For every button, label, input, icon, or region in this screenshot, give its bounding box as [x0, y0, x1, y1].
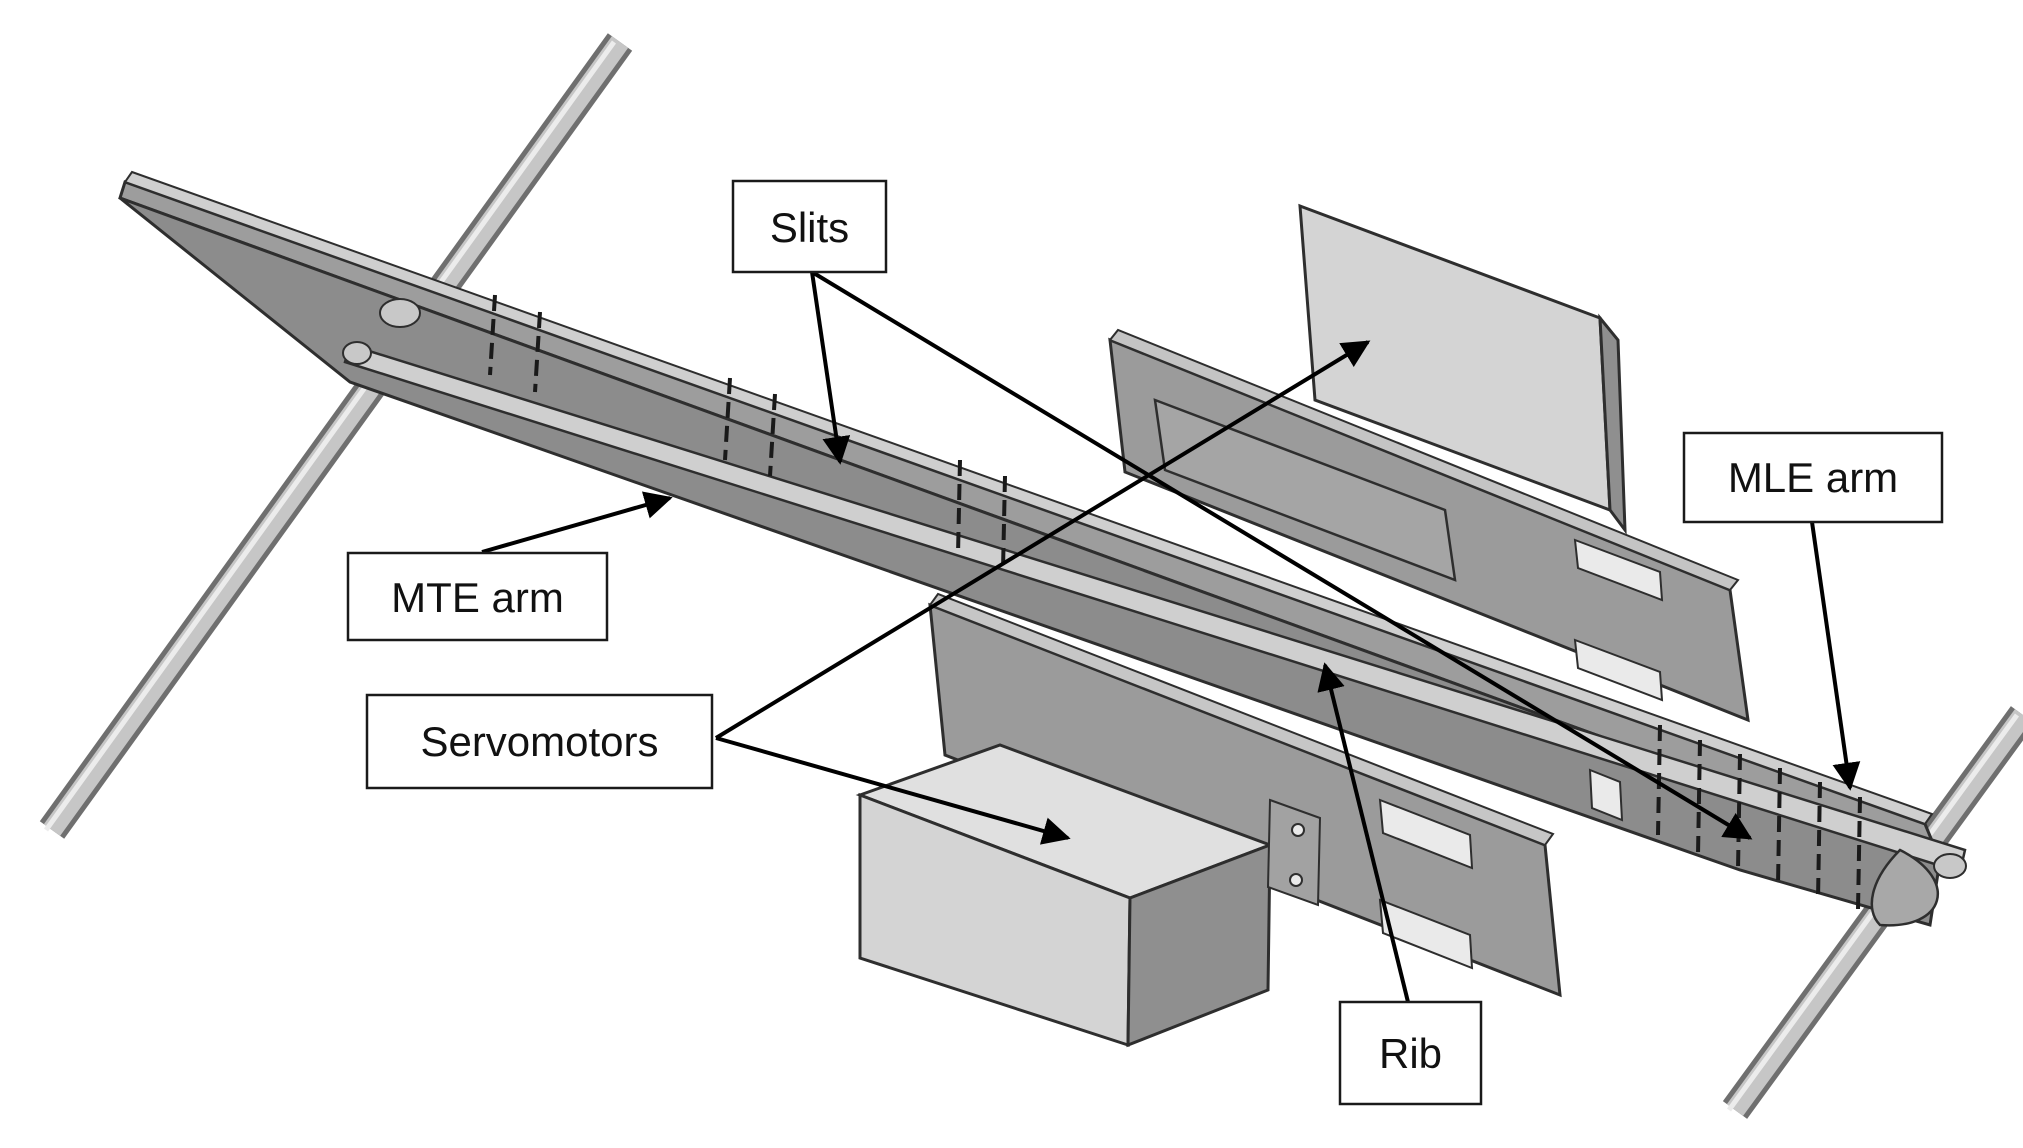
slits-label: Slits	[770, 204, 849, 251]
mle-arm-label: MLE arm	[1728, 454, 1898, 501]
servomotors-arrow-1	[714, 340, 1371, 740]
slit-marks	[488, 294, 1862, 911]
mte-arm-label: MTE arm	[391, 574, 564, 621]
callout-mle-arm: MLE arm	[1682, 431, 1944, 524]
leader-arrows	[481, 270, 1861, 1003]
servomotors-arrow-2	[715, 736, 1071, 845]
servomotor-upper	[1298, 203, 1627, 535]
slits-arrow-2	[810, 270, 1753, 840]
mle-arm-arrow	[1810, 521, 1861, 791]
callout-rib: Rib	[1338, 1000, 1483, 1106]
rib-plate-back	[1108, 328, 1750, 723]
callout-servomotors: Servomotors	[365, 693, 714, 790]
rib-plate-front	[928, 592, 1624, 998]
rib-label: Rib	[1379, 1030, 1442, 1077]
callout-mte-arm: MTE arm	[346, 551, 609, 642]
rib-arrow	[1317, 662, 1410, 1003]
slits-arrow-1	[810, 271, 851, 465]
callout-slits: Slits	[731, 179, 888, 274]
wing-arm-lower-surface	[119, 196, 1967, 927]
servomotors-label: Servomotors	[420, 718, 658, 765]
spar-rod-left	[39, 33, 633, 839]
mte-arm-arrow	[481, 491, 673, 554]
